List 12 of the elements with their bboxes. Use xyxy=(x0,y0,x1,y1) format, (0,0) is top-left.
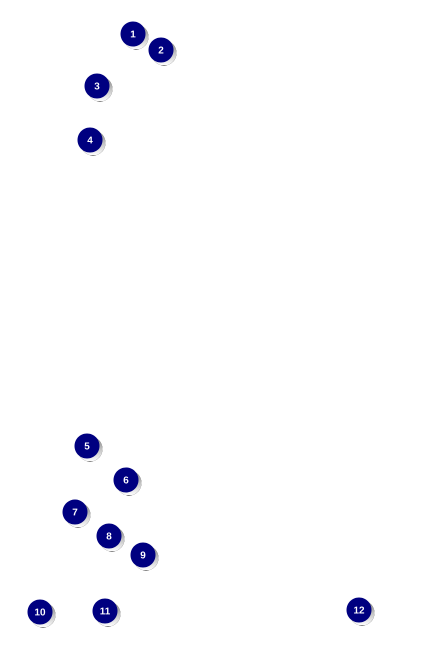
callout-number: 3 xyxy=(84,74,112,102)
callout-number: 8 xyxy=(96,524,124,552)
callout-number: 1 xyxy=(120,22,148,50)
callout-number: 4 xyxy=(78,128,106,156)
callout-number: 2 xyxy=(148,38,176,66)
callout-number: 10 xyxy=(28,600,56,628)
callout-number: 12 xyxy=(346,598,374,626)
callout-number: 11 xyxy=(92,598,120,626)
callout-number: 7 xyxy=(62,500,90,528)
callout-number: 5 xyxy=(74,434,102,462)
callout-number: 9 xyxy=(130,542,158,570)
callout-number: 6 xyxy=(114,468,142,496)
